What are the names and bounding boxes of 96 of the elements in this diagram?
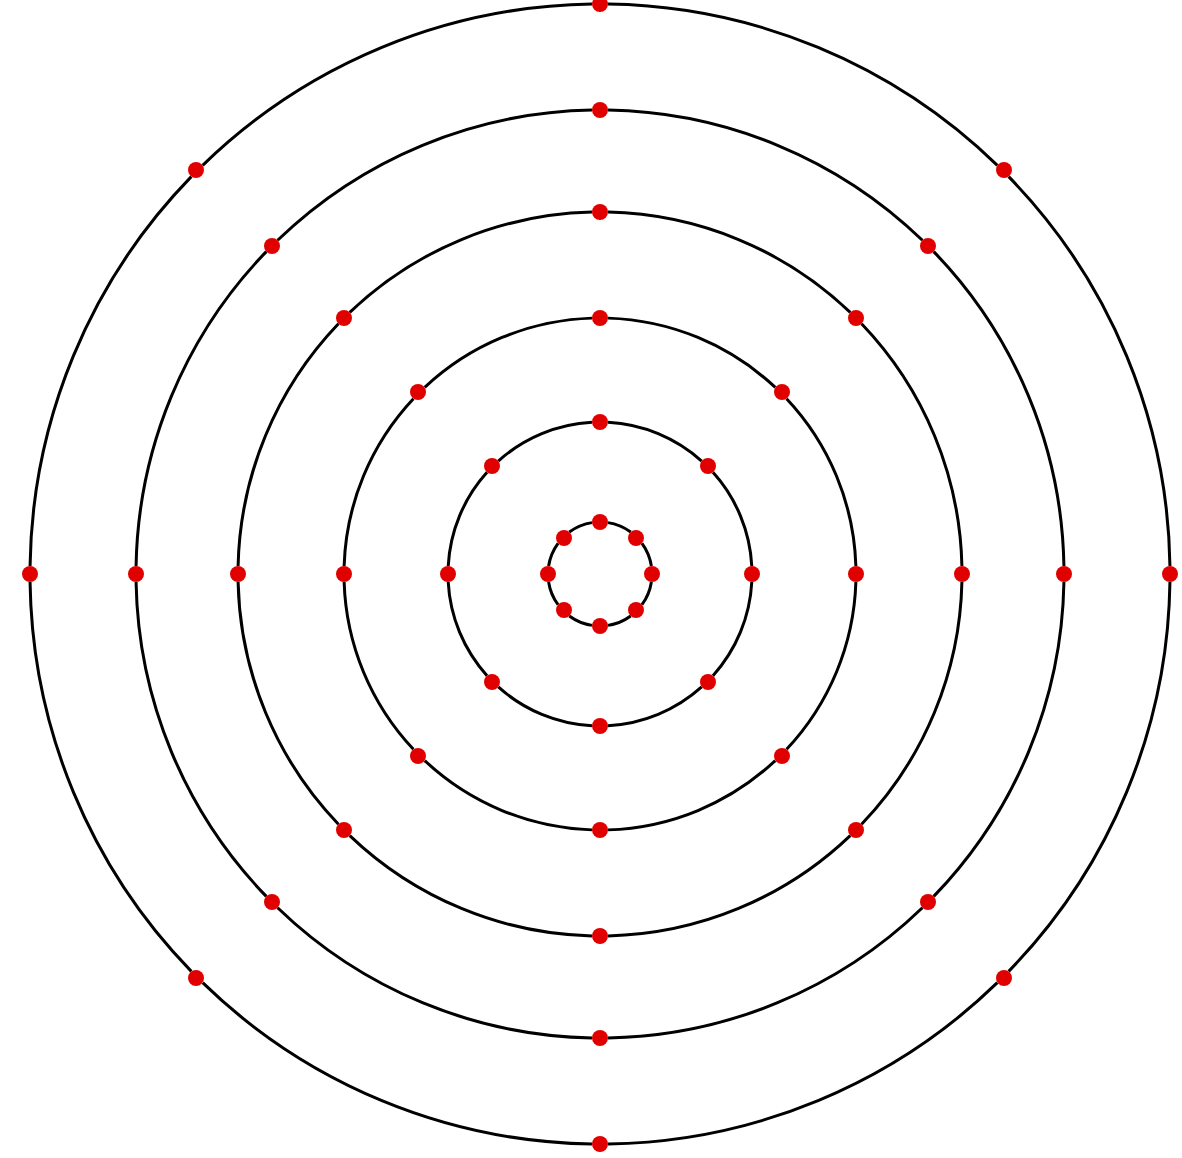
node-dot — [230, 566, 246, 582]
node-dot — [592, 414, 608, 430]
arc-connector — [236, 581, 340, 826]
node-dot — [592, 102, 608, 118]
node-dot — [1162, 566, 1178, 582]
node-dot — [920, 237, 937, 254]
arc-connector — [640, 542, 653, 567]
node-dot — [484, 458, 501, 475]
node-dot — [847, 821, 864, 838]
arc-connector — [568, 521, 593, 534]
arc-connector — [607, 2, 999, 167]
node-dot — [540, 566, 556, 582]
node-dot — [592, 204, 608, 220]
arc-connector — [711, 581, 754, 677]
node-dot — [847, 310, 864, 326]
node-dot — [555, 602, 572, 619]
node-dot — [744, 566, 760, 582]
arc-connector — [342, 581, 415, 751]
node-dot — [995, 969, 1012, 986]
node-dot — [188, 969, 205, 986]
node-dot — [410, 384, 427, 401]
node-dot — [773, 384, 789, 401]
node-dot — [592, 1030, 608, 1046]
node-dot — [628, 602, 645, 619]
arc-connector — [607, 521, 632, 534]
arc-connector — [497, 685, 593, 728]
arc-connector — [640, 581, 653, 606]
node-dot — [128, 566, 144, 582]
arc-connector — [785, 581, 858, 751]
arc-connector — [607, 906, 924, 1040]
node-dot — [188, 162, 205, 179]
node-dot — [1056, 566, 1072, 582]
arc-connector — [28, 175, 193, 567]
node-dot — [592, 514, 608, 530]
arc-connector — [860, 581, 964, 826]
node-dot — [628, 529, 645, 546]
node-dot — [773, 747, 789, 763]
node-dot — [592, 0, 608, 12]
arc-connector — [423, 759, 593, 832]
arc-connector — [134, 581, 268, 898]
arc-connector — [607, 834, 852, 938]
arc-connector — [446, 581, 489, 677]
arc-connector — [932, 581, 1066, 898]
node-dot — [410, 747, 427, 763]
node-dot — [592, 718, 608, 734]
node-dot — [920, 894, 937, 911]
arc-connector — [547, 581, 560, 606]
arc-connector — [860, 322, 964, 567]
arc-connector — [607, 981, 999, 1146]
arc-connector — [547, 542, 560, 567]
node-dot — [336, 310, 352, 326]
arc-connector — [607, 210, 852, 314]
node-dot — [954, 566, 970, 582]
node-dot — [484, 673, 501, 690]
arc-connector — [201, 2, 593, 167]
arc-connector — [276, 906, 593, 1040]
arc-connector — [1007, 175, 1172, 567]
arc-connector — [446, 471, 489, 567]
node-dot — [336, 821, 352, 838]
node-dot — [592, 928, 608, 944]
arc-connector — [201, 981, 593, 1146]
node-dot — [995, 162, 1012, 179]
node-dot — [592, 822, 608, 838]
node-dot — [22, 566, 38, 582]
arc-connector — [342, 397, 415, 567]
node-dot — [592, 1136, 608, 1152]
arc-connector — [711, 471, 754, 567]
arc-connector — [607, 759, 777, 832]
node-dot — [848, 566, 864, 582]
arc-connector — [607, 316, 777, 389]
arc-connector — [785, 397, 858, 567]
arc-connector — [134, 250, 268, 567]
arc-connector — [607, 420, 703, 463]
node-dot — [263, 237, 280, 254]
arc-connector — [932, 250, 1066, 567]
arc-connector — [607, 614, 632, 627]
arc-connector — [236, 322, 340, 567]
node-dot — [263, 894, 280, 911]
arc-connector — [607, 685, 703, 728]
arc-connector — [348, 210, 593, 314]
node-dot — [336, 566, 352, 582]
node-dot — [699, 673, 716, 690]
node-dot — [699, 458, 716, 475]
arc-connector — [568, 614, 593, 627]
arc-connector — [423, 316, 593, 389]
node-dot — [555, 529, 572, 546]
node-dot — [592, 310, 608, 326]
node-dot — [440, 566, 456, 582]
arc-connector — [348, 834, 593, 938]
arc-connector — [28, 581, 193, 973]
node-dot — [644, 566, 660, 582]
arc-connector — [607, 108, 924, 242]
arc-connector — [276, 108, 593, 242]
arc-connector — [1007, 581, 1172, 973]
arc-connector — [497, 420, 593, 463]
node-dot — [592, 618, 608, 634]
